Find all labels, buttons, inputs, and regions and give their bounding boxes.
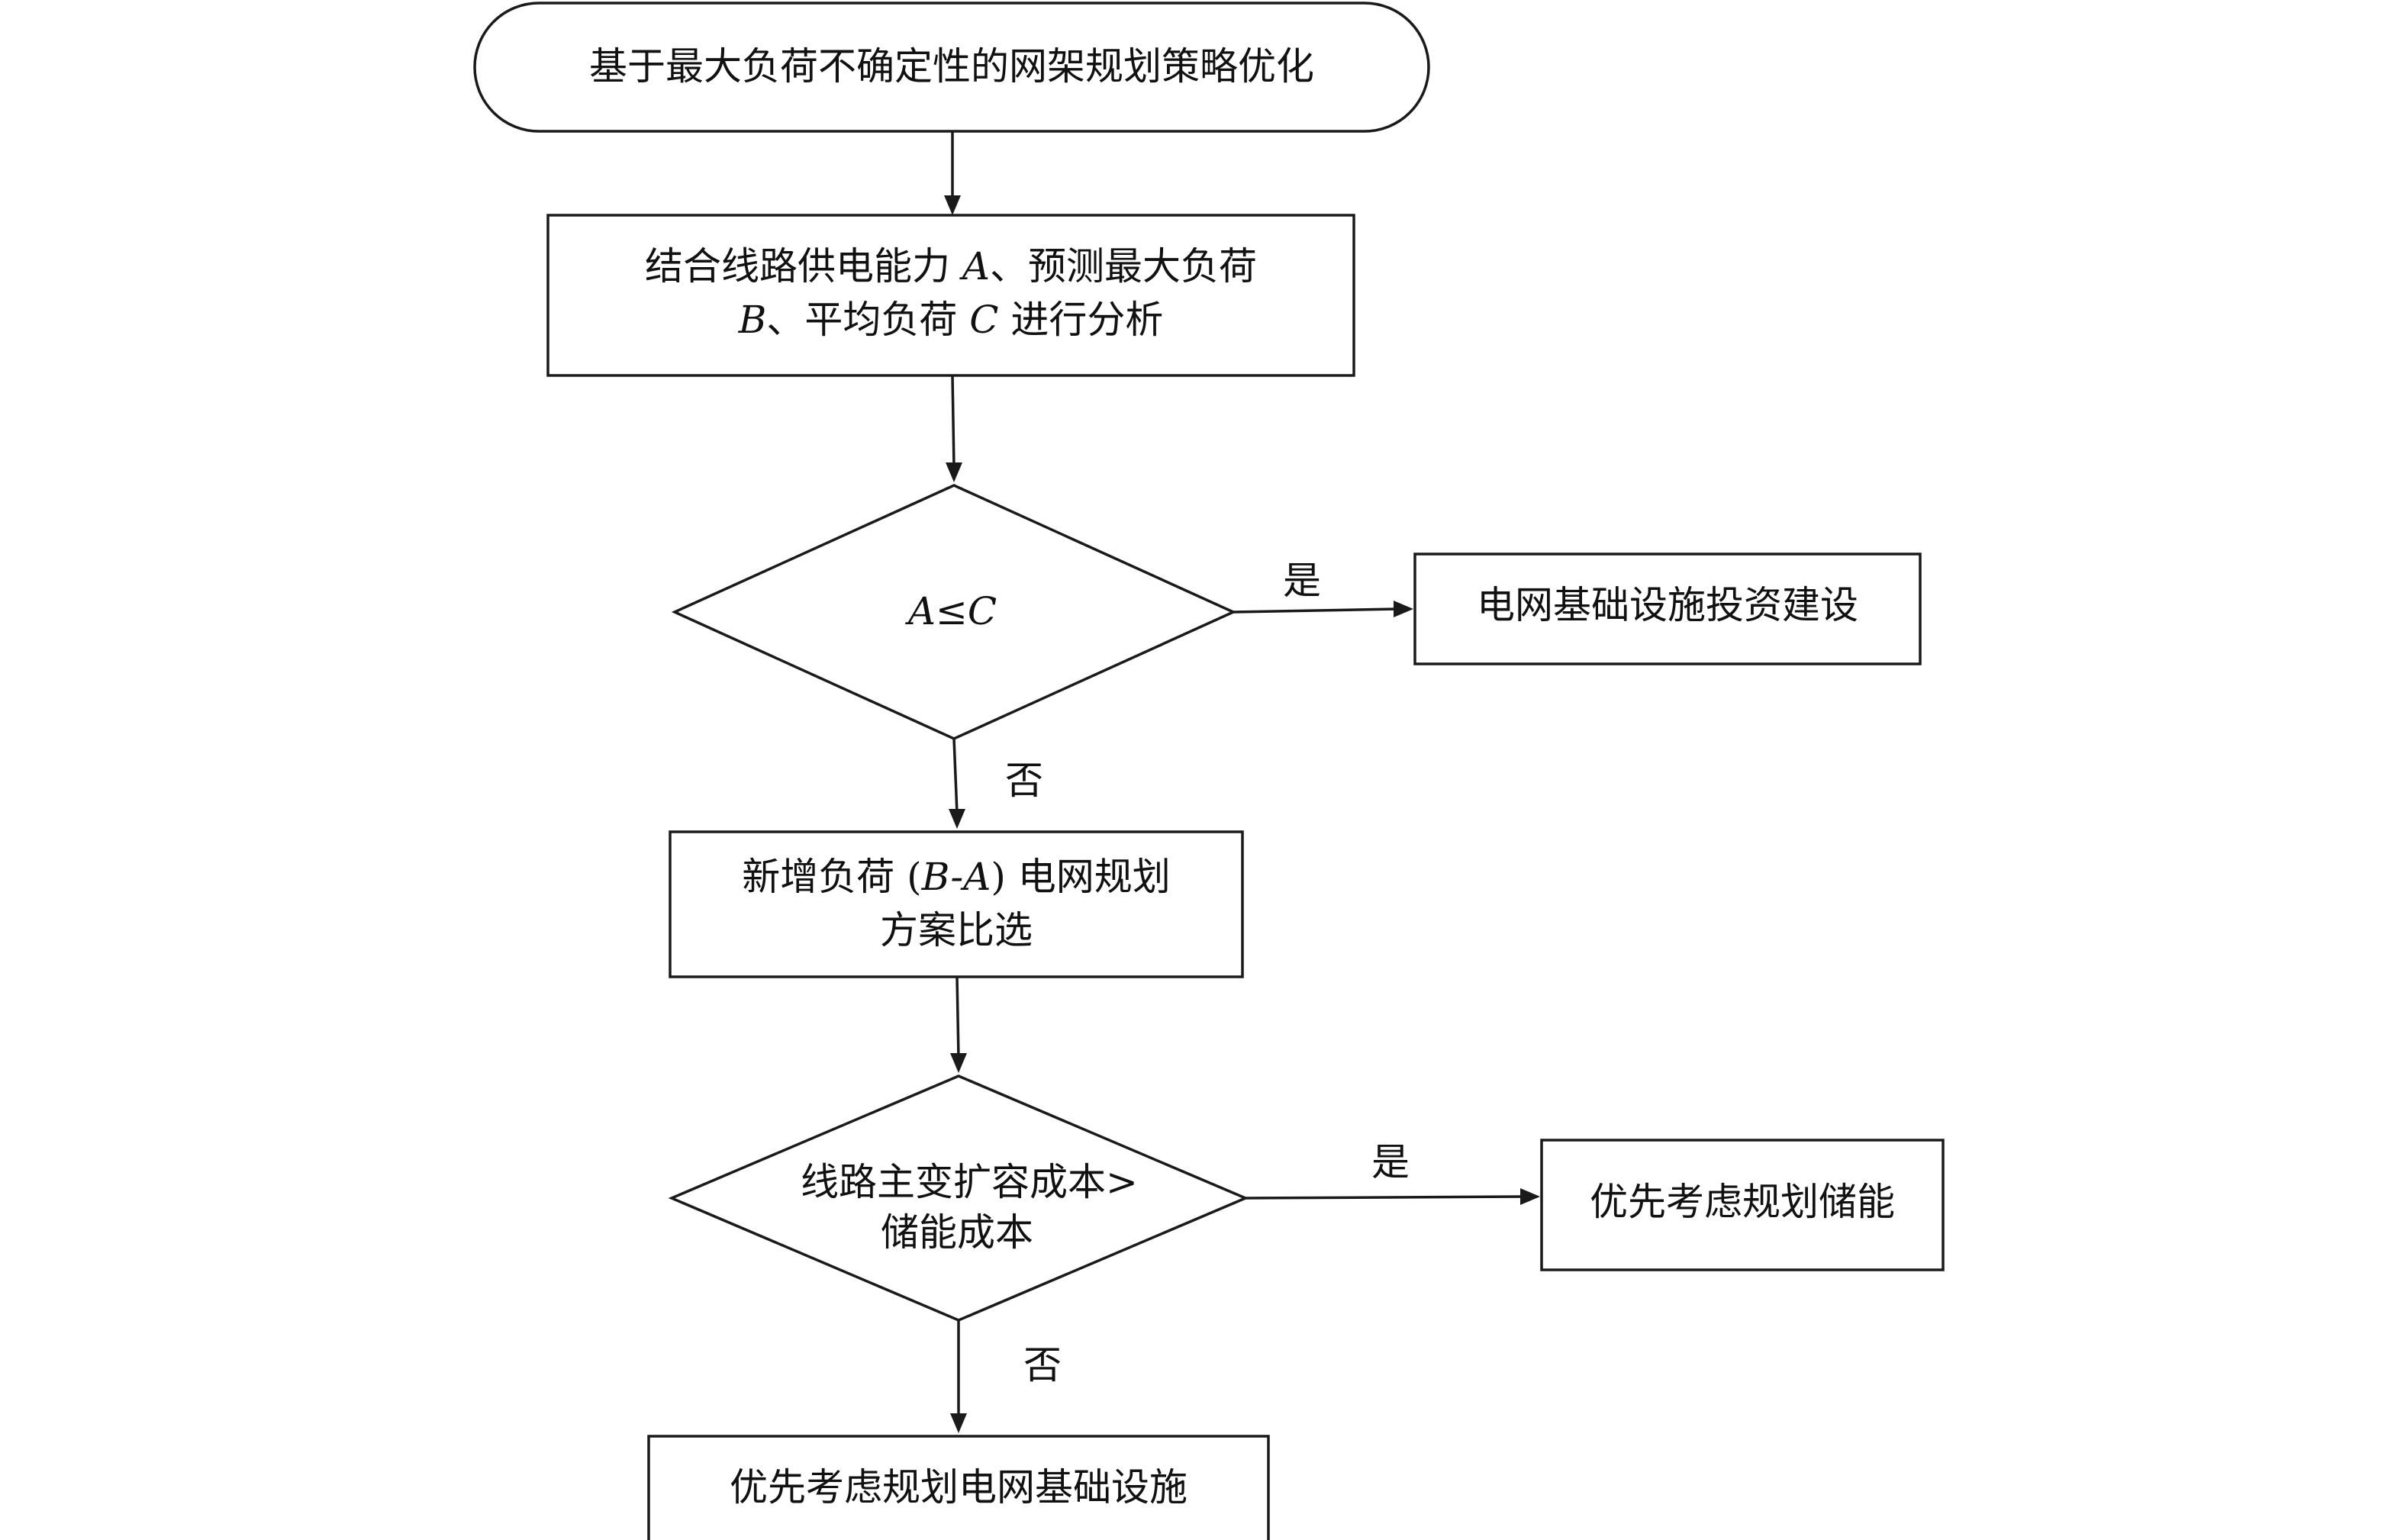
edge-decision1-no — [952, 738, 959, 814]
compare-line1-post: ) 电网规划 — [991, 855, 1170, 899]
storage-label: 优先考虑规划储能 — [1590, 1180, 1895, 1224]
analysis-line1-var-a: A — [959, 244, 990, 288]
edge-analysis-to-decision1 — [951, 375, 955, 468]
decision1-yes-label: 是 — [1283, 559, 1321, 603]
analysis-line1-post: 、预测最大负荷 — [990, 244, 1257, 288]
edges — [944, 131, 1540, 1433]
compare-label-line2: 方案比选 — [880, 908, 1033, 952]
node-start: 基于最大负荷不确定性的网架规划策略优化 — [473, 2, 1430, 133]
start-label: 基于最大负荷不确定性的网架规划策略优化 — [589, 44, 1314, 89]
decision1-var-a: A — [905, 589, 936, 633]
edge-compare-to-decision2 — [955, 976, 960, 1058]
node-storage: 优先考虑规划储能 — [1540, 1139, 1945, 1271]
decision2-yes-label: 是 — [1371, 1140, 1410, 1184]
decision2-no-label: 否 — [1023, 1343, 1062, 1387]
decision1-label: A≤C — [905, 589, 997, 633]
arrowhead-start-to-analysis — [944, 195, 961, 215]
analysis-line2-var-b: B — [738, 298, 767, 342]
analysis-line2-post: 进行分析 — [999, 298, 1164, 342]
arrowhead-analysis-to-decision1 — [946, 462, 962, 482]
analysis-line2-mid: 、平均负荷 — [766, 298, 969, 342]
arrowhead-decision1-yes — [1394, 601, 1413, 617]
node-analysis: 结合线路供电能力 A、预测最大负荷 B、平均负荷 C 进行分析 — [546, 214, 1355, 377]
edge-decision2-yes — [1245, 1195, 1524, 1200]
compare-label-line1: 新增负荷 (B-A) 电网规划 — [742, 855, 1171, 899]
compare-box — [669, 830, 1244, 978]
infra-invest-box — [1413, 553, 1922, 665]
node-infra-plan: 优先考虑规划电网基础设施 — [647, 1435, 1270, 1540]
infra-invest-label: 电网基础设施投资建设 — [1477, 583, 1858, 627]
storage-box — [1540, 1139, 1945, 1271]
decision2-label-line1: 线路主变扩容成本> — [801, 1160, 1138, 1204]
start-terminal-shape — [473, 2, 1430, 133]
decision2-label-line2: 储能成本 — [881, 1210, 1033, 1255]
compare-line1-var: B-A — [921, 855, 991, 899]
analysis-line2-var-c: C — [969, 298, 998, 342]
node-decision2: 线路主变扩容成本> 储能成本 — [668, 1074, 1249, 1322]
decision1-no-label: 否 — [1005, 759, 1043, 803]
node-compare: 新增负荷 (B-A) 电网规划 方案比选 — [669, 830, 1244, 978]
arrowhead-decision1-no — [949, 809, 965, 829]
arrowhead-compare-to-decision2 — [950, 1053, 967, 1073]
decision1-operator: ≤ — [936, 589, 968, 633]
analysis-label-line1: 结合线路供电能力 A、预测最大负荷 — [645, 244, 1257, 288]
decision1-var-c: C — [968, 589, 997, 633]
node-infra-invest: 电网基础设施投资建设 — [1413, 553, 1922, 665]
analysis-label-line2: B、平均负荷 C 进行分析 — [738, 298, 1164, 342]
decision2-diamond — [668, 1074, 1249, 1322]
infra-plan-box — [647, 1435, 1270, 1540]
edge-decision1-yes — [1233, 607, 1397, 614]
infra-plan-label: 优先考虑规划电网基础设施 — [730, 1465, 1187, 1509]
arrowhead-decision2-yes — [1520, 1188, 1540, 1205]
analysis-line1-pre: 结合线路供电能力 — [645, 244, 962, 288]
node-decision1: A≤C — [671, 484, 1237, 740]
arrowhead-decision2-no — [950, 1413, 967, 1433]
compare-line1-pre: 新增负荷 ( — [742, 855, 921, 899]
decision1-diamond — [671, 484, 1237, 740]
analysis-box — [546, 214, 1355, 377]
